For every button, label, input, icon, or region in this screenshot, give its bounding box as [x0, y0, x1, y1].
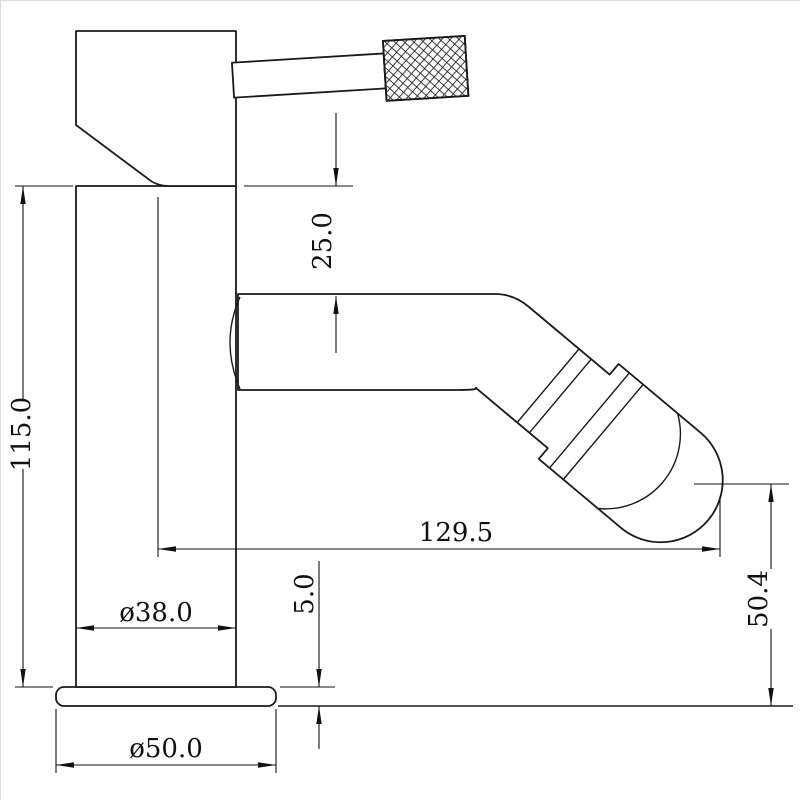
- aerator-cap-arc: [597, 413, 682, 510]
- dim-label-overall-height: 115.0: [7, 397, 37, 471]
- dim-label-base-plate-height: 5.0: [290, 573, 320, 614]
- dimension-spout-top-offset: 25.0: [244, 113, 353, 353]
- dim-label-body-diameter: ø38.0: [119, 598, 193, 628]
- dim-label-spout-reach: 129.5: [419, 518, 493, 548]
- dimension-base-plate-height: 5.0: [280, 561, 335, 749]
- aerator-band-line: [549, 372, 630, 469]
- handle-knurl-pattern: [381, 35, 470, 102]
- faucet-column: [75, 185, 237, 688]
- dimension-base-diameter: ø50.0: [55, 709, 277, 773]
- spout-joint-line: [516, 348, 580, 423]
- dimension-overall-height: 115.0: [7, 185, 73, 688]
- dim-label-base-diameter: ø50.0: [129, 734, 203, 764]
- spout-joint-line: [528, 358, 592, 434]
- spout-column-joint-arc: [229, 296, 241, 390]
- dim-label-outlet-height: 50.4: [744, 570, 774, 628]
- faucet-body: [55, 30, 793, 707]
- faucet-head: [75, 30, 237, 187]
- spout: [229, 293, 724, 544]
- aerator-band-line: [562, 384, 644, 480]
- handle: [231, 35, 470, 102]
- spout-outline: [237, 293, 724, 544]
- dimension-outlet-height: 50.4: [694, 483, 789, 706]
- dim-label-spout-top-offset: 25.0: [308, 212, 338, 270]
- dimension-spout-reach: 129.5: [157, 197, 721, 557]
- dimension-body-diameter: ø38.0: [76, 598, 236, 631]
- base-flange: [55, 686, 277, 707]
